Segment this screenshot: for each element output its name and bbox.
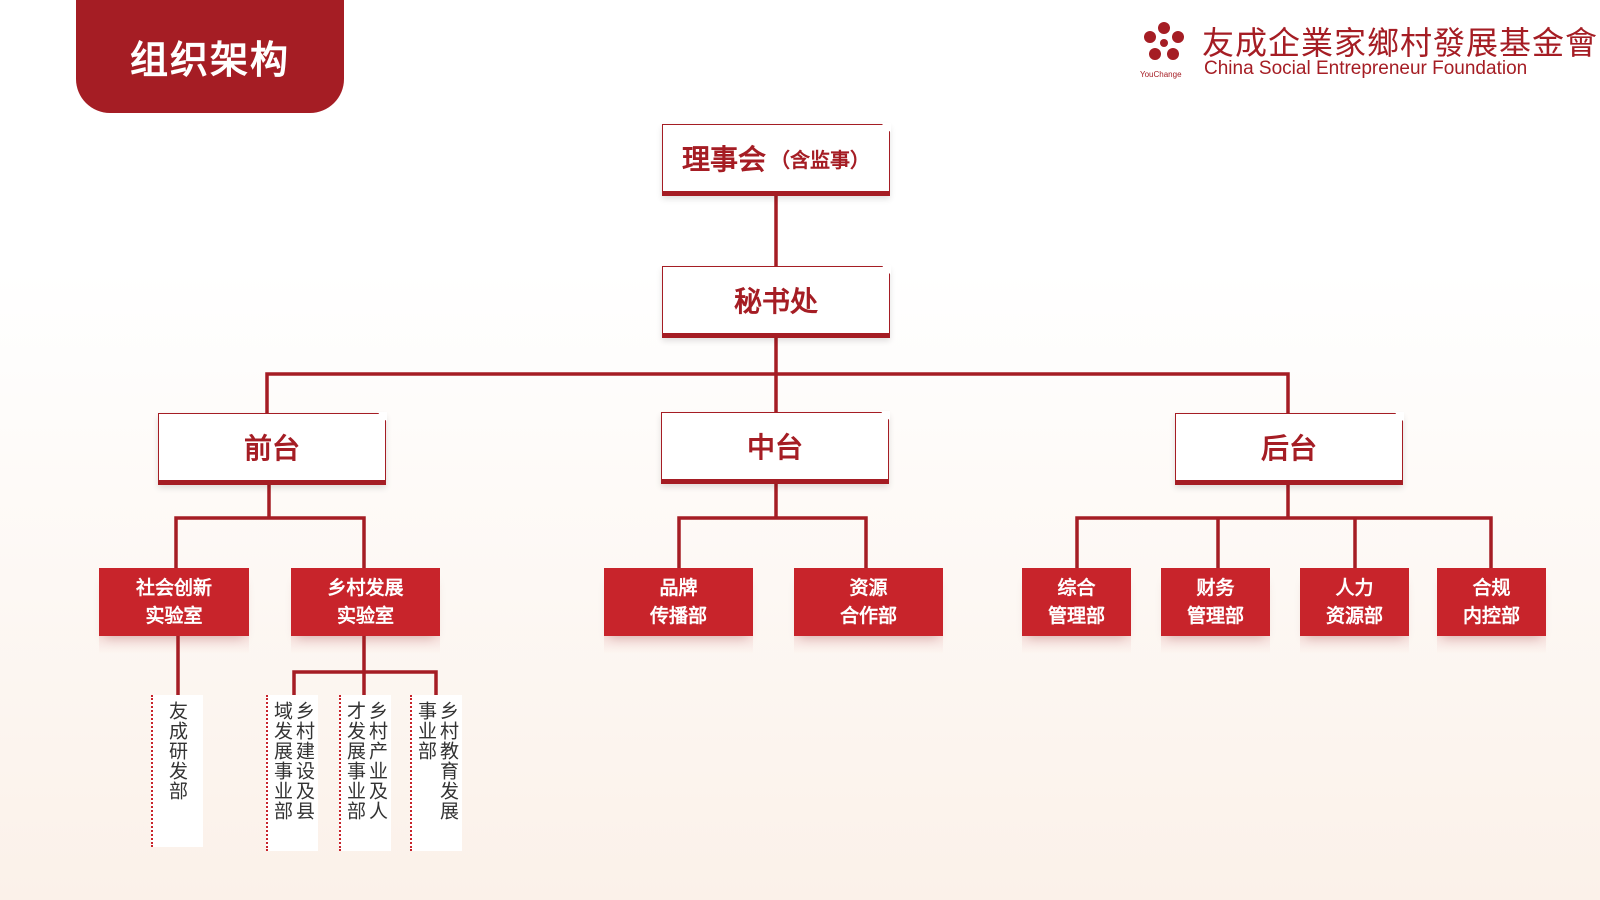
unit-line2: 实验室	[336, 605, 394, 627]
sub-col2: 域发展事业部	[271, 701, 293, 821]
unit-line1: 综合	[1057, 577, 1096, 599]
back-office-box: 后台	[1175, 412, 1404, 485]
unit-line1: 品牌	[659, 577, 698, 599]
foundation-logo: YouChange 友成企業家鄉村發展基金會 China Social Entr…	[1140, 18, 1597, 84]
unit-human-resources: 人力资源部	[1300, 568, 1409, 654]
unit-line1: 资源	[849, 577, 888, 599]
logo-name-cn: 友成企業家鄉村發展基金會	[1202, 24, 1599, 62]
unit-social-innovation-lab: 社会创新实验室	[99, 568, 249, 654]
front-office-label: 前台	[243, 432, 300, 465]
logo-name-en: China Social Entrepreneur Foundation	[1204, 58, 1528, 79]
middle-office-label: 中台	[746, 431, 803, 464]
logo-flower-icon	[1144, 22, 1184, 60]
front-office-box: 前台	[158, 412, 387, 485]
unit-line2: 资源部	[1325, 605, 1383, 627]
page-title: 组织架构	[76, 0, 344, 113]
unit-rural-development-lab: 乡村发展实验室	[291, 568, 440, 654]
unit-line1: 财务	[1196, 577, 1235, 599]
back-office-label: 后台	[1260, 432, 1317, 465]
sub-rural-education: 乡村教育发展 事业部	[410, 695, 462, 851]
sub-col1: 乡村建设及县	[293, 701, 315, 821]
board-box: 理事会 （含监事）	[662, 123, 891, 196]
sub-col: 友成研发部	[166, 701, 188, 801]
sub-col2: 事业部	[415, 701, 437, 761]
unit-resource-cooperation: 资源合作部	[794, 568, 943, 654]
unit-line1: 乡村发展	[327, 577, 404, 599]
sub-youchange-rd: 友成研发部	[151, 695, 203, 847]
unit-line2: 实验室	[145, 605, 203, 627]
unit-line2: 管理部	[1186, 605, 1244, 627]
line-front-bus	[174, 516, 366, 568]
unit-general-management: 综合管理部	[1022, 568, 1131, 654]
board-label: 理事会	[681, 143, 766, 176]
unit-line2: 传播部	[649, 605, 707, 627]
line-middle-bus	[677, 516, 868, 568]
unit-brand-communication: 品牌传播部	[604, 568, 753, 654]
logo-brand-small: YouChange	[1140, 70, 1182, 79]
sub-rural-industry: 乡村产业及人 才发展事业部	[339, 695, 391, 851]
unit-line2: 合作部	[839, 605, 897, 627]
sub-col2: 才发展事业部	[344, 701, 366, 821]
line-back-bus	[1075, 516, 1493, 568]
unit-line2: 内控部	[1462, 605, 1520, 627]
sub-col1: 乡村产业及人	[366, 701, 388, 821]
unit-compliance-control: 合规内控部	[1437, 568, 1546, 654]
unit-line2: 管理部	[1047, 605, 1105, 627]
middle-office-box: 中台	[661, 411, 890, 484]
secretariat-label: 秘书处	[733, 285, 818, 318]
secretariat-box: 秘书处	[662, 265, 891, 338]
unit-line1: 社会创新	[135, 577, 212, 599]
unit-line1: 人力	[1335, 577, 1374, 599]
unit-finance-management: 财务管理部	[1161, 568, 1270, 654]
sub-col1: 乡村教育发展	[437, 701, 459, 821]
sub-rural-construction: 乡村建设及县 域发展事业部	[266, 695, 318, 851]
board-note: （含监事）	[770, 147, 870, 172]
unit-line1: 合规	[1472, 577, 1511, 599]
